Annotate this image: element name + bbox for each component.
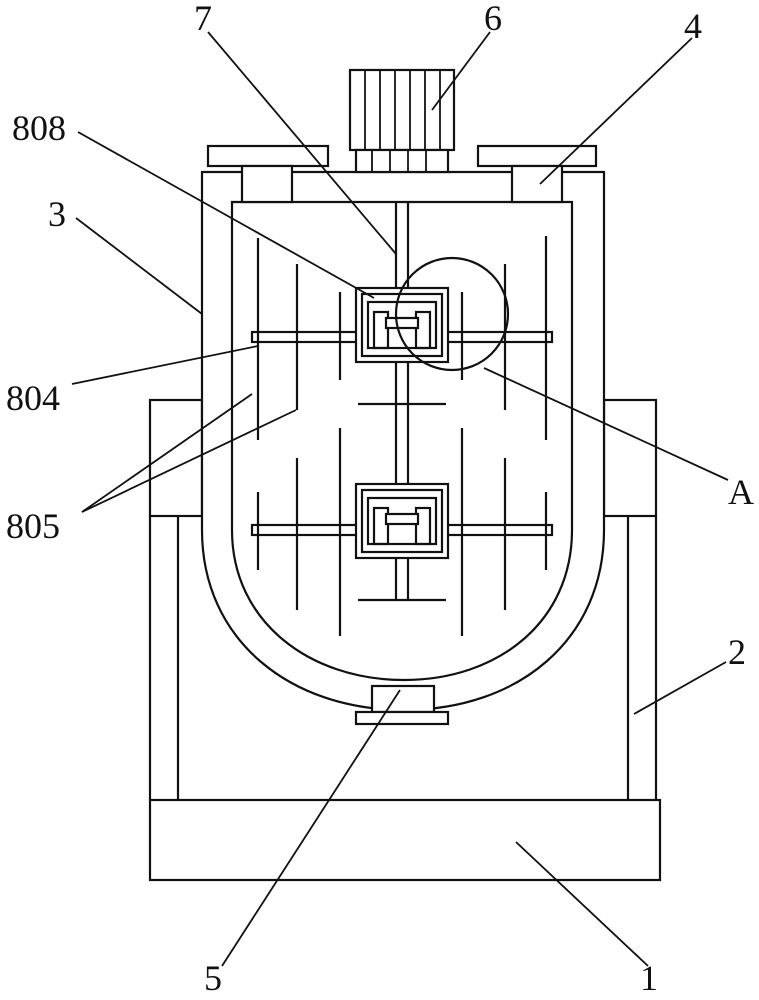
- coupling-808: [354, 286, 450, 364]
- motor: [348, 68, 456, 174]
- inner-tank-shell: [230, 200, 574, 682]
- label-808: 808: [12, 108, 66, 148]
- lid-brackets: [206, 144, 598, 204]
- label-5: 5: [204, 958, 222, 998]
- label-4: 4: [684, 6, 702, 46]
- label-804: 804: [6, 378, 60, 418]
- label-3: 3: [48, 194, 66, 234]
- label-805: 805: [6, 506, 60, 546]
- leader-lines: [71, 31, 729, 967]
- detail-circle-a: [394, 256, 510, 372]
- label-6: 6: [484, 0, 502, 38]
- label-a: A: [728, 472, 754, 512]
- label-7: 7: [194, 0, 212, 38]
- base-plate: [148, 798, 662, 882]
- support-frame: [148, 398, 658, 800]
- outer-tank-shell: [200, 170, 606, 712]
- upper-arm-assembly: [250, 236, 554, 440]
- lower-arm-assembly: [250, 428, 554, 636]
- label-2: 2: [728, 632, 746, 672]
- label-1: 1: [640, 958, 658, 998]
- outlet-valve: [354, 684, 450, 726]
